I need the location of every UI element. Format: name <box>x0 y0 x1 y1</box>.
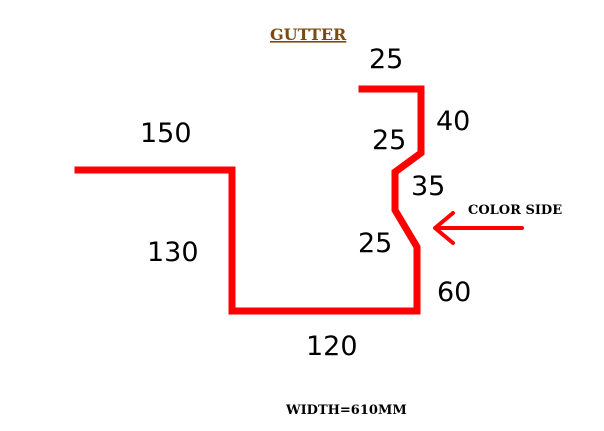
dimension-top-lip: 25 <box>369 44 403 75</box>
dimension-upper-diagonal: 25 <box>372 125 406 156</box>
dimension-lower-diagonal: 25 <box>358 228 392 259</box>
color-side-label: COLOR SIDE <box>468 203 562 218</box>
diagram-title: GUTTER <box>270 25 347 44</box>
dimension-right-lower-height: 60 <box>437 277 471 308</box>
color-side-arrow-head <box>433 211 455 245</box>
width-note: WIDTH=610MM <box>285 403 407 418</box>
gutter-profile-line <box>74 85 425 315</box>
dimension-left-flange: 150 <box>140 118 192 149</box>
dimension-right-upper-height: 40 <box>436 106 470 137</box>
dimension-middle-vertical: 35 <box>411 171 445 202</box>
dimension-bottom-width: 120 <box>306 331 358 362</box>
dimension-left-height: 130 <box>147 237 199 268</box>
